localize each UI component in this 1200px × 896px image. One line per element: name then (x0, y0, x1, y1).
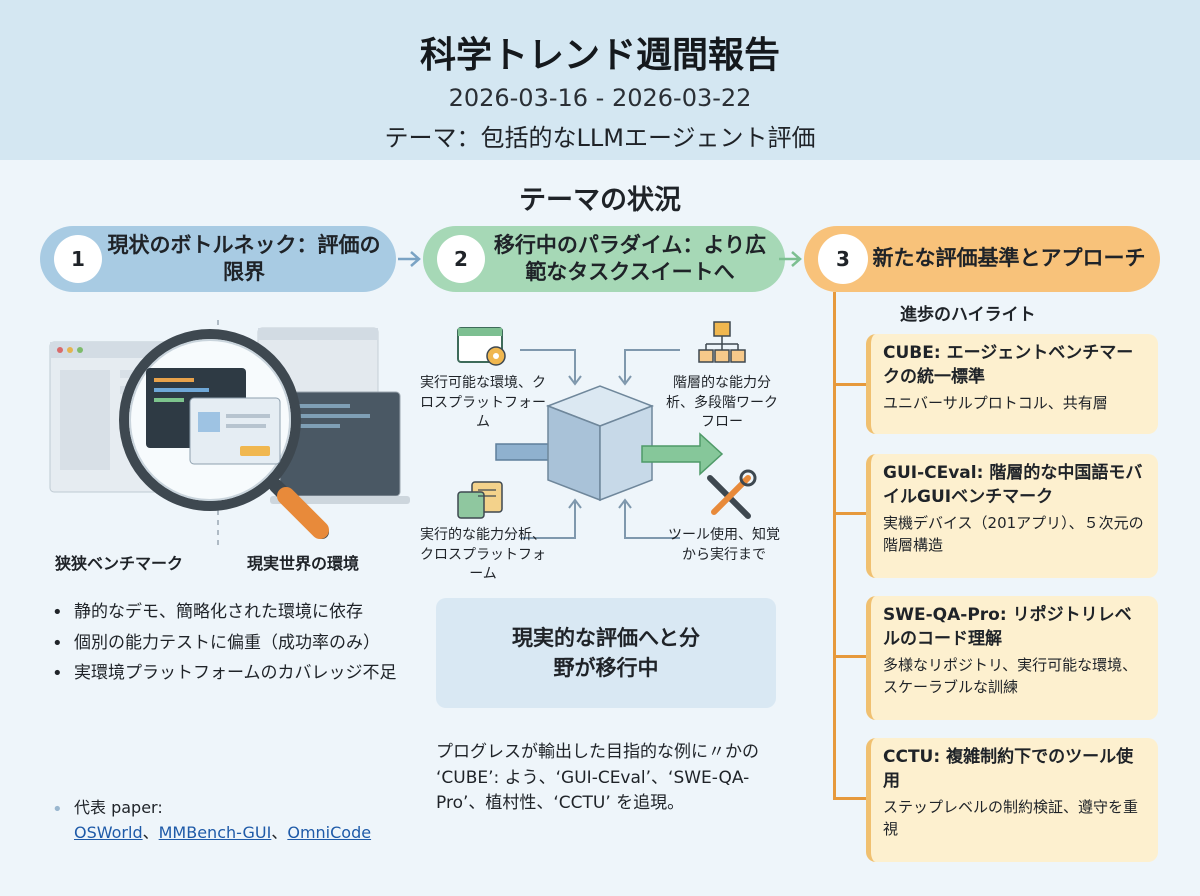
arrow-right-icon (779, 251, 802, 267)
theme-line: テーマ：包括的なLLMエージェント評価 (384, 124, 816, 152)
page-title: 科学トレンド週間報告 (419, 35, 780, 76)
card-desc: 実機デバイス（201アプリ）、５次元の階層構造 (883, 513, 1144, 555)
rep-label: 代表 paper: (74, 798, 163, 817)
benchmark-illustration (49, 320, 410, 550)
label-narrow-benchmark: 狭狭ベンチマーク (55, 554, 184, 573)
step-3-number: 3 (818, 234, 868, 284)
tools-icon (707, 469, 757, 519)
code-window-gear-icon (457, 327, 506, 366)
highlight-card-swe-qa-pro: SWE-QA-Pro: リポジトリレベルのコード理解 多様なリポジトリ、実行可能… (866, 596, 1158, 720)
feature-tool-use: ツール使用、知覚から実行まで (668, 527, 780, 563)
paper-link-mmbench-gui[interactable]: MMBench-GUI (158, 822, 272, 842)
representative-papers: 代表 paper: OSWorld、MMBench-GUI、OmniCode (50, 796, 410, 846)
arrow-right-icon (398, 251, 421, 267)
step-2-label: 移行中のパラダイム：より広範なタスクスイートへ (493, 232, 767, 284)
date-range: 2026-03-16 - 2026-03-22 (448, 84, 752, 112)
section-title: テーマの状況 (519, 185, 681, 216)
hierarchy-icon (698, 321, 746, 363)
paradigm-diagram (457, 321, 757, 539)
card-desc: ステップレベルの制約検証、遵守を重視 (883, 797, 1139, 839)
step-2-pill: 2 移行中のパラダイム：より広範なタスクスイートへ (423, 226, 785, 292)
step-3-pill: 3 新たな評価基準とアプローチ (804, 226, 1160, 292)
callout-text: 現実的な評価へと分野が移行中 (512, 625, 700, 680)
document-icon (457, 481, 503, 519)
feature-practical: 実行的な能力分析、クロスプラットフォーム (420, 527, 546, 583)
highlight-card-gui-ceval: GUI-CEval: 階層的な中国語モバイルGUIベンチマーク 実機デバイス（2… (866, 454, 1158, 578)
card-desc: ユニバーサルプロトコル、共有層 (883, 393, 1108, 412)
step-3-label: 新たな評価基準とアプローチ (872, 246, 1146, 271)
limitations-list: 静的なデモ、簡略化された環境に依存 個別の能力テストに偏重（成功率のみ） 実環境… (50, 600, 400, 692)
list-item: 静的なデモ、簡略化された環境に依存 (50, 600, 400, 626)
highlight-title: 進歩のハイライト (900, 305, 1036, 325)
feature-executable-env: 実行可能な環境、クロスプラットフォーム (420, 375, 546, 431)
paper-link-omnicode[interactable]: OmniCode (287, 822, 372, 842)
list-item: 個別の能力テストに偏重（成功率のみ） (50, 631, 400, 657)
cube-icon (545, 385, 655, 502)
card-title: CUBE: エージェントベンチマークの統一標準 (883, 343, 1134, 387)
feature-hierarchical: 階層的な能力分析、多段階ワークフロー (666, 375, 778, 431)
card-title: CCTU: 複雑制約下でのツール使用 (883, 747, 1134, 791)
header-banner: 科学トレンド週間報告 2026-03-16 - 2026-03-22 テーマ：包… (0, 0, 1200, 160)
step-1-pill: 1 現状のボトルネック：評価の限界 (40, 226, 396, 292)
card-title: SWE-QA-Pro: リポジトリレベルのコード理解 (883, 605, 1132, 649)
step-1-label: 現状のボトルネック：評価の限界 (107, 232, 381, 284)
paper-link-osworld[interactable]: OSWorld (74, 822, 143, 842)
timeline-tick (834, 383, 868, 386)
timeline-line (833, 292, 836, 800)
card-desc: 多様なリポジトリ、実行可能な環境、スケーラブルな訓練 (883, 655, 1138, 697)
summary-paragraph: プログレスが輸出した目指的な例に〃かの ‘CUBE’: よう、‘GUI-CEva… (436, 742, 759, 813)
callout-box: 現実的な評価へと分野が移行中 (436, 598, 776, 708)
step-1-number: 1 (54, 235, 102, 283)
highlight-card-cctu: CCTU: 複雑制約下でのツール使用 ステップレベルの制約検証、遵守を重視 (866, 738, 1158, 862)
timeline-tick (834, 512, 868, 515)
card-title: GUI-CEval: 階層的な中国語モバイルGUIベンチマーク (883, 463, 1143, 507)
step-2-number: 2 (437, 235, 485, 283)
highlight-card-cube: CUBE: エージェントベンチマークの統一標準 ユニバーサルプロトコル、共有層 (866, 334, 1158, 434)
magnifier-icon (119, 329, 329, 539)
label-real-world: 現実世界の環境 (247, 554, 360, 573)
list-item: 実環境プラットフォームのカバレッジ不足 (50, 661, 400, 687)
timeline-tick (834, 655, 868, 658)
timeline-tick (834, 797, 868, 800)
